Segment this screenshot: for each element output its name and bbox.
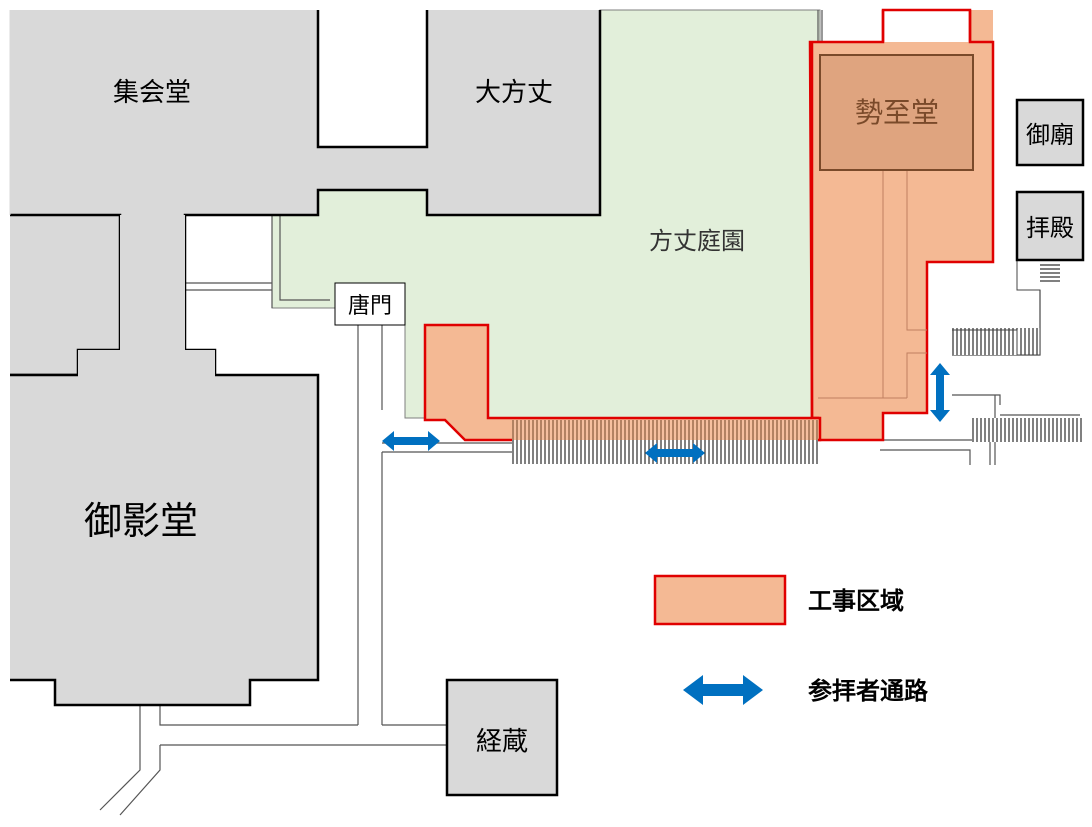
visitor-path-arrow-east-vertical bbox=[930, 363, 950, 422]
haiden-stairs bbox=[1040, 262, 1060, 282]
shukaido-label: 集会堂 bbox=[113, 78, 191, 108]
legend-construction-swatch bbox=[653, 574, 787, 626]
garden-label: 方丈庭園 bbox=[649, 227, 745, 255]
kyozo-label: 経蔵 bbox=[476, 727, 528, 757]
mieido-outline bbox=[10, 373, 320, 707]
seishido-label: 勢至堂 bbox=[855, 96, 939, 129]
walkway-lines bbox=[10, 10, 1080, 816]
seishido-building bbox=[819, 54, 974, 171]
shukaido-outline bbox=[316, 10, 429, 149]
legend-construction-label: 工事区域 bbox=[808, 587, 904, 615]
haiden-building bbox=[1015, 190, 1085, 262]
visitor-path-arrow-west bbox=[382, 431, 440, 451]
construction-inner-lines bbox=[818, 170, 927, 399]
gobyo-building bbox=[1015, 98, 1085, 167]
legend-visitor-path-arrow bbox=[683, 675, 763, 705]
kyozo-building bbox=[445, 678, 559, 797]
daihojo-label: 大方丈 bbox=[475, 78, 553, 108]
gobyo-label: 御廟 bbox=[1026, 121, 1074, 149]
far-east-stairs bbox=[972, 418, 1082, 442]
haiden-label: 拝殿 bbox=[1026, 214, 1074, 242]
karamon-gate bbox=[334, 282, 406, 326]
gate-label: 唐門 bbox=[348, 294, 392, 319]
visitor-path-arrow-south bbox=[645, 443, 705, 463]
east-stairs bbox=[952, 328, 1040, 355]
mieido-label: 御影堂 bbox=[84, 499, 198, 543]
mieido-building bbox=[10, 215, 318, 705]
legend-visitor-path-label: 参拝者通路 bbox=[808, 677, 929, 705]
